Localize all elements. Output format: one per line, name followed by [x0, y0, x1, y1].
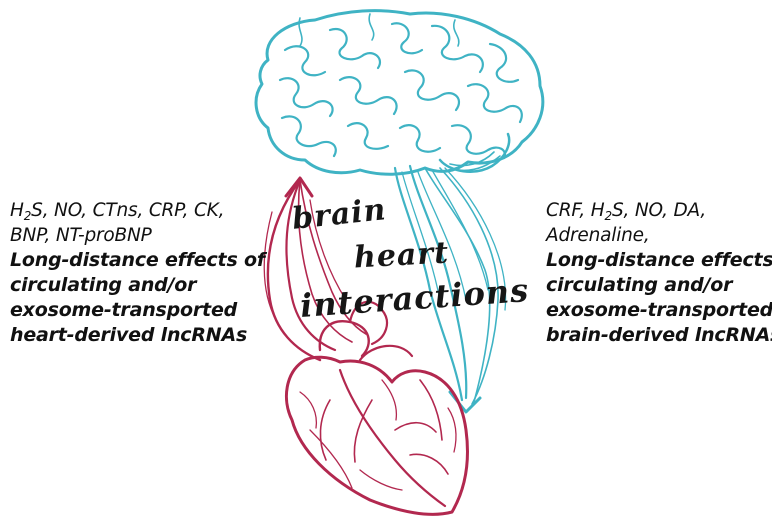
- heart-lncrna-line-3: exosome-transported: [10, 298, 265, 323]
- text-fragment: S, NO, DA,: [612, 200, 706, 221]
- brain-signals-text: CRF, H2S, NO, DA, Adrenaline, Long-dista…: [546, 198, 772, 348]
- heart-lncrna-line-1: Long-distance effects of: [10, 248, 265, 273]
- brain-molecules-line-2: Adrenaline,: [546, 223, 772, 248]
- brain-lncrna-line-4: brain-derived lncRNAs: [546, 323, 772, 348]
- heart-lncrna-line-4: heart-derived lncRNAs: [10, 323, 265, 348]
- text-fragment: H: [10, 200, 24, 221]
- title-word-heart: heart: [353, 236, 450, 276]
- brain-lncrna-line-3: exosome-transported: [546, 298, 772, 323]
- brain-lncrna-line-1: Long-distance effects of: [546, 248, 772, 273]
- brain-lncrna-line-2: circulating and/or: [546, 273, 772, 298]
- heart-signals-text: H2S, NO, CTns, CRP, CK, BNP, NT-proBNP L…: [10, 198, 265, 348]
- heart-lncrna-line-2: circulating and/or: [10, 273, 265, 298]
- subscript: 2: [605, 209, 612, 223]
- text-fragment: S, NO, CTns, CRP, CK,: [31, 200, 224, 221]
- heart-molecules-line-2: BNP, NT-proBNP: [10, 223, 265, 248]
- heart-molecules-line-1: H2S, NO, CTns, CRP, CK,: [10, 198, 265, 223]
- text-fragment: CRF, H: [546, 200, 605, 221]
- brain-molecules-line-1: CRF, H2S, NO, DA,: [546, 198, 772, 223]
